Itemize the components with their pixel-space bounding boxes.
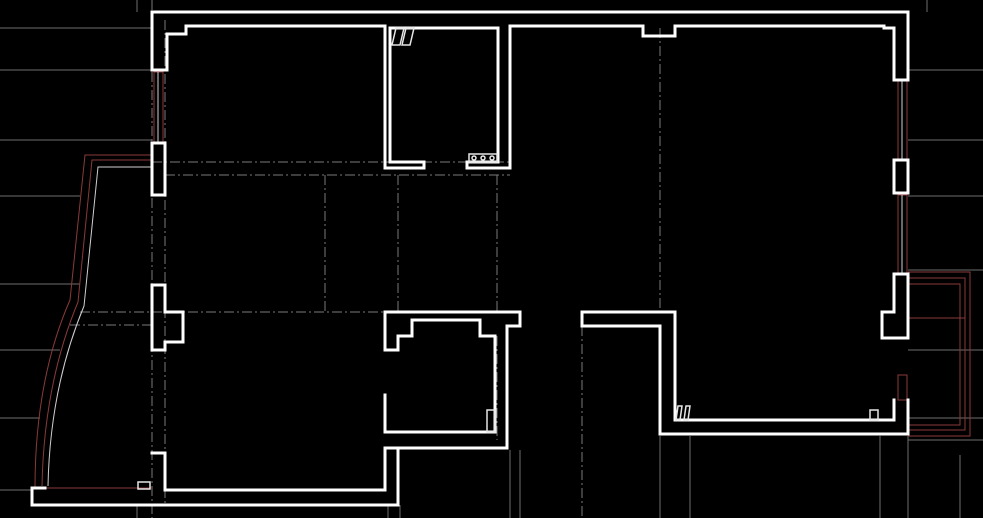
- walls: [30, 10, 910, 507]
- door-fixtures: [137, 27, 879, 490]
- left-bay-window: [34, 154, 152, 489]
- right-balcony: [908, 271, 971, 437]
- structural-axis-lines: [70, 0, 661, 518]
- windows: [153, 71, 908, 401]
